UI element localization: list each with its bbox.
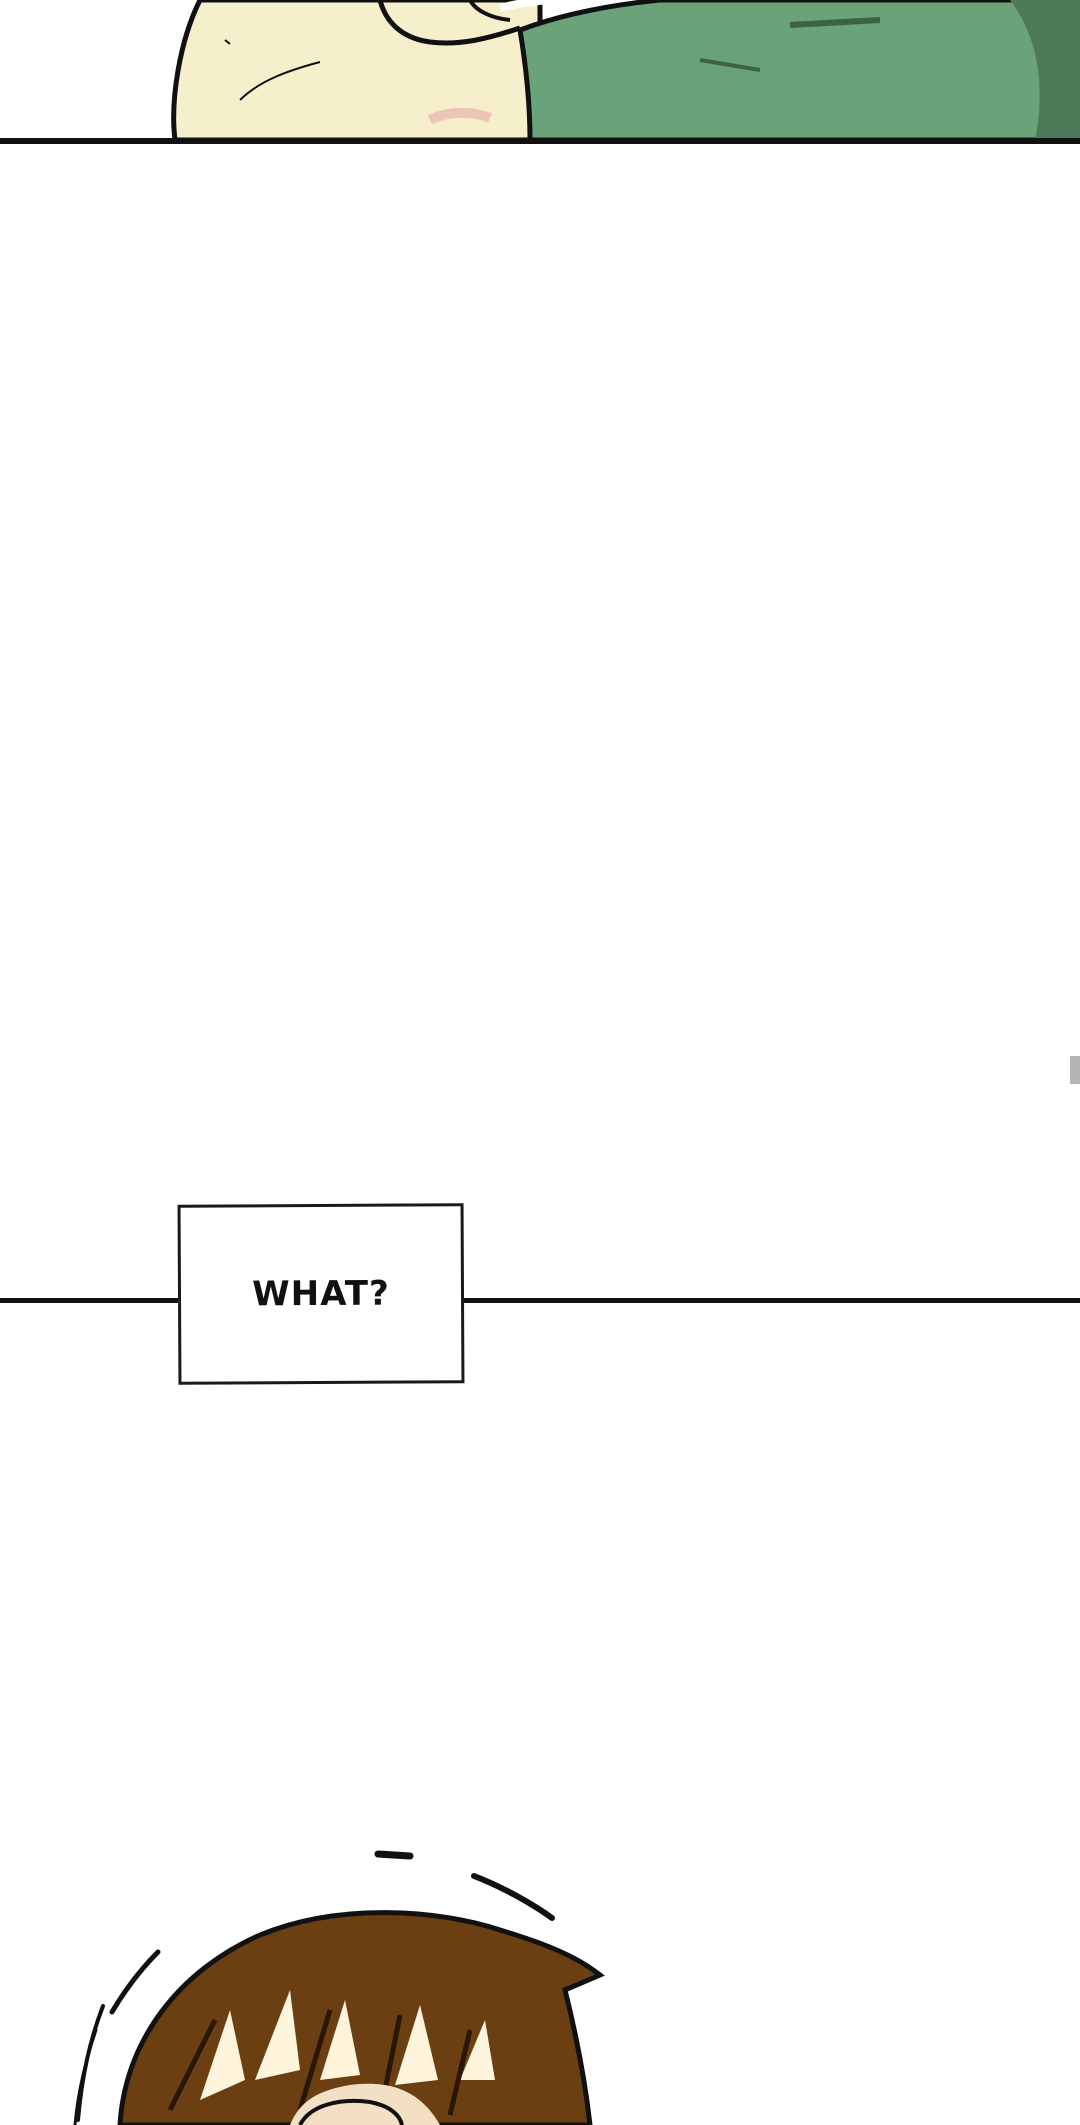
panel-art-bottom [73,1850,605,2125]
caption-box: WHAT? [177,1203,465,1385]
panel-art-top [0,0,1080,146]
panel-divider-line [0,1298,1080,1303]
caption-text: WHAT? [252,1273,390,1315]
comic-panel-bottom [0,1780,1080,2125]
scrollbar-thumb[interactable] [1070,1056,1080,1084]
comic-panel-top [0,0,1080,146]
